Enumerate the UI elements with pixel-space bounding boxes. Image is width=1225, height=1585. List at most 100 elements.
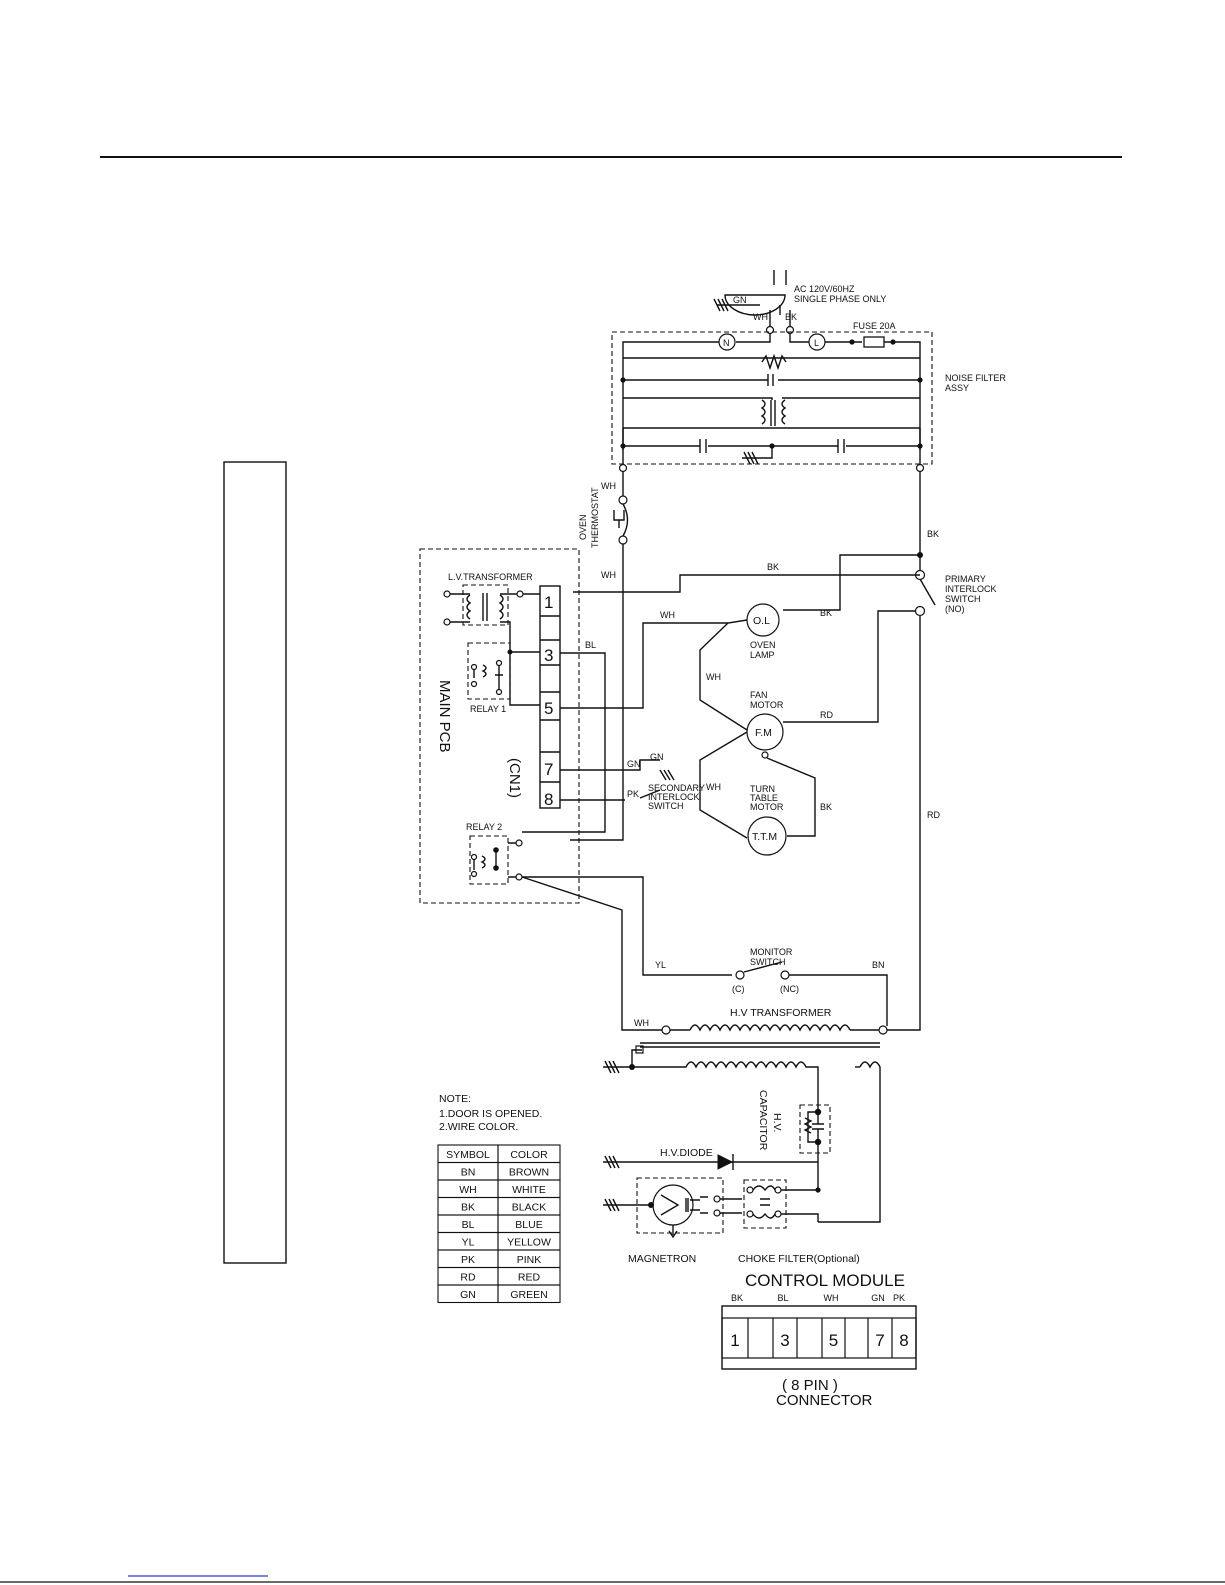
color-table-cell: GN [460, 1289, 476, 1301]
main-pcb-label: MAIN PCB [436, 680, 453, 753]
control-module-pin: 3 [780, 1331, 789, 1350]
hv-diode-symbol [717, 1154, 734, 1170]
turntable-motor-label: TURN [750, 784, 775, 794]
cn1-pin-3: 3 [544, 646, 553, 665]
color-table-cell: PK [461, 1254, 475, 1266]
thermostat-label-2: THERMOSTAT [590, 487, 600, 548]
wire-label-bk-plug: BK [785, 312, 797, 322]
hv-capacitor-label: H.V. [771, 1113, 783, 1132]
supply-phase-label: SINGLE PHASE ONLY [794, 294, 886, 304]
monitor-switch-c: (C) [732, 984, 745, 994]
oven-thermostat-symbol [613, 503, 629, 537]
monitor-switch-label: MONITOR [750, 947, 793, 957]
wire-label-rd-2: RD [820, 710, 833, 720]
fuse-symbol [863, 336, 885, 348]
color-table-cell: BN [461, 1167, 476, 1179]
primary-switch-label-2: INTERLOCK [945, 584, 997, 594]
fan-motor-symbol: F.M [755, 727, 772, 739]
control-module-connector [721, 1305, 917, 1370]
color-table-header: SYMBOL [446, 1149, 490, 1161]
wire-label-pk: PK [627, 789, 639, 799]
monitor-switch [735, 970, 745, 980]
wire-label-wh-3: WH [660, 610, 675, 620]
color-table-cell: GREEN [510, 1289, 547, 1301]
color-table-cell: BLACK [512, 1202, 546, 1214]
control-module-pin: 7 [875, 1331, 884, 1350]
fuse-label: FUSE 20A [853, 321, 896, 331]
color-table-cell: YELLOW [507, 1237, 551, 1249]
secondary-switch-label: SECONDARY [648, 783, 705, 793]
cn1-pin-1: 1 [544, 593, 553, 612]
control-module-wire-color: BK [731, 1293, 743, 1303]
color-table-cell: WH [459, 1184, 477, 1196]
monitor-switch-label-2: SWITCH [750, 957, 786, 967]
cn1-pin-8: 8 [544, 790, 553, 809]
thermostat-label: OVEN [578, 514, 588, 540]
turntable-motor-label-2: TABLE [750, 793, 778, 803]
color-table-cell: RED [518, 1272, 541, 1284]
color-table-header: COLOR [510, 1149, 548, 1161]
color-table-cell: YL [462, 1237, 475, 1249]
primary-switch-label: PRIMARY [945, 574, 986, 584]
control-module-wire-color: PK [893, 1293, 905, 1303]
cn1-pin-7: 7 [544, 760, 553, 779]
wire-label-wh-1: WH [601, 481, 616, 491]
control-module-pin: 1 [730, 1331, 739, 1350]
cn1-pin-5: 5 [544, 699, 553, 718]
wire-label-yl: YL [655, 960, 666, 970]
cn1-connector [539, 585, 561, 809]
side-box [223, 461, 287, 1264]
color-table-cell: BK [461, 1202, 475, 1214]
wire-label-rd-1: RD [927, 810, 940, 820]
hv-primary-coil [670, 1024, 879, 1032]
cn1-label: (CN1) [506, 758, 523, 798]
hv-capacitor-label-2: CAPACITOR [757, 1090, 769, 1151]
wire-label-gn-sec-2: GN [650, 752, 664, 762]
fan-motor-label-2: MOTOR [750, 700, 784, 710]
oven-lamp-label-2: LAMP [750, 650, 775, 660]
primary-switch-label-4: (NO) [945, 604, 965, 614]
wire-label-bl: BL [585, 640, 596, 650]
hv-transformer-label: H.V TRANSFORMER [730, 1007, 832, 1019]
magnetron-label: MAGNETRON [628, 1253, 696, 1265]
relay1-label: RELAY 1 [470, 704, 506, 714]
control-module-wire-color: GN [871, 1293, 885, 1303]
wire-label-gn-plug: GN [733, 295, 747, 305]
color-table-cell: BROWN [509, 1167, 549, 1179]
wire-label-bn: BN [872, 960, 885, 970]
wire-label-wh-plug: WH [753, 312, 768, 322]
wire-label-bk-2: BK [767, 562, 779, 572]
wire-label-wh-5: WH [706, 782, 721, 792]
noise-filter-box [611, 331, 933, 465]
hv-diode-label: H.V.DIODE [660, 1147, 713, 1159]
note-title: NOTE: [439, 1093, 471, 1105]
oven-lamp-label: OVEN [750, 640, 776, 650]
note-line-2: 2.WIRE COLOR. [439, 1121, 518, 1133]
neutral-marker-label: N [723, 338, 730, 348]
secondary-switch-label-2: INTERLOCK [648, 792, 700, 802]
power-plug [724, 270, 787, 316]
color-table-cell: RD [460, 1272, 476, 1284]
control-module-title: CONTROL MODULE [745, 1271, 905, 1290]
noise-filter-label-2: ASSY [945, 383, 969, 393]
plug-ground-icon [713, 298, 760, 312]
noise-filter-label: NOISE FILTER [945, 373, 1006, 383]
secondary-switch-label-3: SWITCH [648, 801, 684, 811]
control-module-caption: ( 8 PIN ) [782, 1377, 838, 1394]
wire-label-bk-3: BK [820, 608, 832, 618]
hv-secondary-coil [632, 1061, 819, 1100]
wire-label-bk-4: BK [820, 802, 832, 812]
turntable-motor [747, 816, 787, 856]
fan-motor-label: FAN [750, 690, 768, 700]
wire-label-wh-hv: WH [634, 1018, 649, 1028]
control-module-pin: 5 [829, 1331, 838, 1350]
wire-label-wh-2: WH [601, 570, 616, 580]
magnetron-symbol [652, 1184, 694, 1226]
color-table-cell: BLUE [515, 1219, 542, 1231]
control-module-wire-color: WH [824, 1293, 839, 1303]
relay2-label: RELAY 2 [466, 822, 502, 832]
color-table-cell: PINK [517, 1254, 542, 1266]
